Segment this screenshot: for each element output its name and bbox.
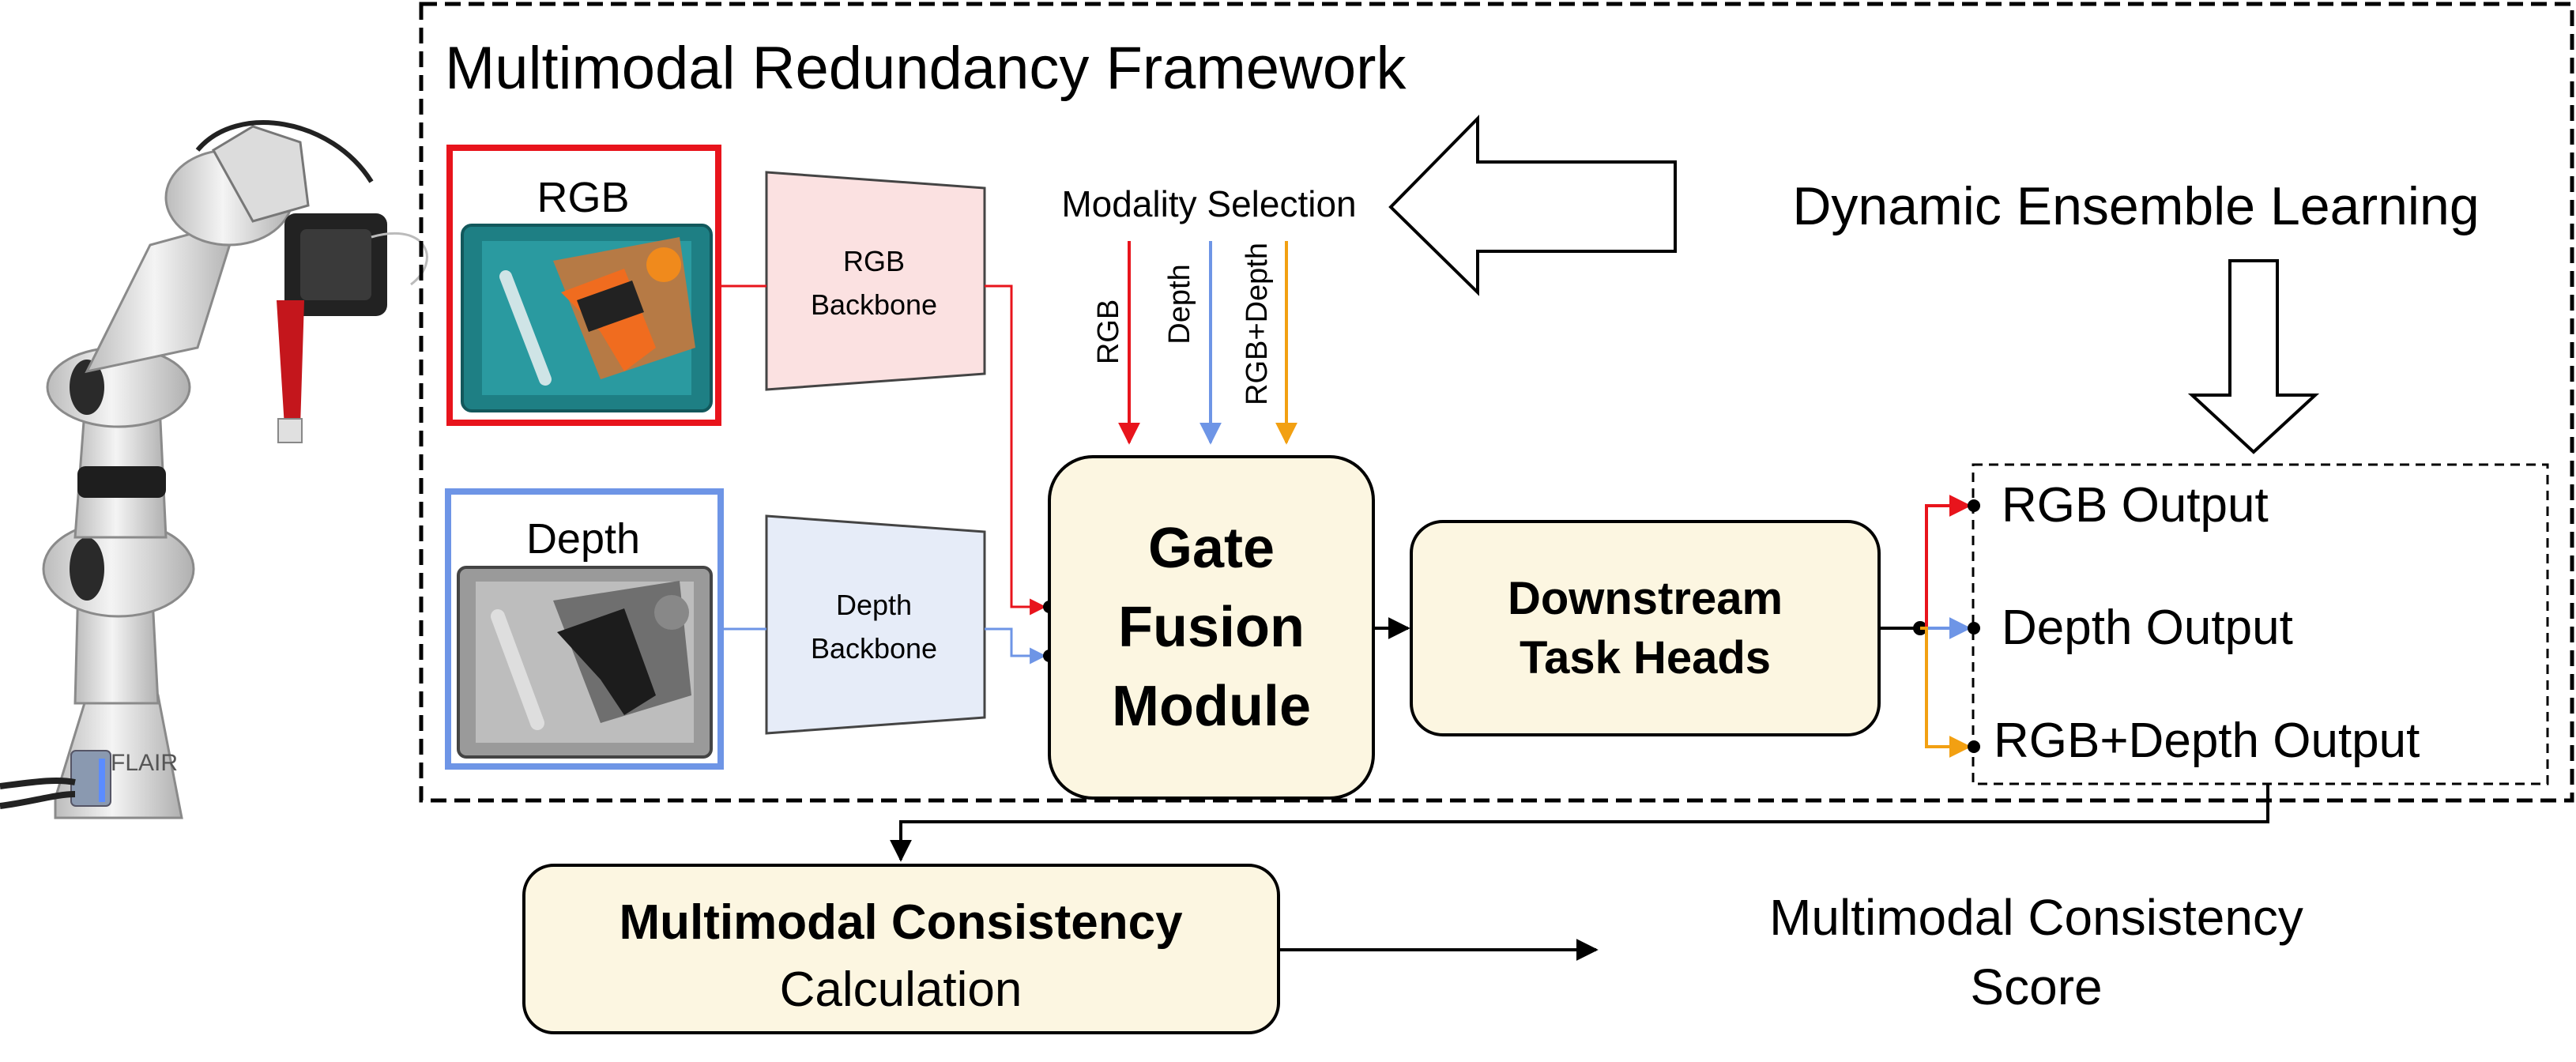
- output-depth-label: Depth Output: [2002, 601, 2293, 655]
- modality-selection-title: Modality Selection: [1061, 183, 1356, 224]
- depth-backbone: [765, 514, 986, 735]
- ensemble-feedback-arrow: [1388, 115, 1677, 296]
- depth-backbone-line1: Depth: [836, 589, 912, 621]
- depth-image: [457, 566, 713, 759]
- consistency-score-line2: Score: [1970, 958, 2102, 1015]
- rgb-input-label: RGB: [537, 174, 629, 221]
- rgb-backbone-line2: Backbone: [811, 288, 937, 321]
- modality-label-depth: Depth: [1163, 264, 1196, 344]
- output-arrow-rgb: [1920, 495, 1972, 630]
- rgb-backbone: [765, 171, 986, 391]
- modality-label-rgb: RGB: [1092, 299, 1125, 364]
- output-arrow-rgbdepth: [1920, 627, 1972, 758]
- rgb-backbone-line1: RGB: [843, 245, 905, 277]
- robot-brand-text: FLAIR: [111, 750, 178, 776]
- depth-backbone-line2: Backbone: [811, 632, 937, 665]
- outputs-to-consistency-arrow: [890, 784, 2269, 862]
- ensemble-down-arrow: [2187, 259, 2320, 454]
- task-heads-line2: Task Heads: [1520, 632, 1771, 684]
- gate-fusion-line1: Gate: [1148, 517, 1275, 580]
- task-heads-line1: Downstream: [1508, 573, 1783, 624]
- output-rgbdepth-label: RGB+Depth Output: [1994, 714, 2420, 768]
- output-rgb-label: RGB Output: [2002, 478, 2269, 533]
- depth-input-label: Depth: [526, 515, 640, 563]
- modality-label-rgbdepth: RGB+Depth: [1241, 243, 1274, 405]
- output-dot-depth: [1968, 622, 1980, 635]
- gate-fusion-line3: Module: [1112, 675, 1311, 738]
- consistency-score-line1: Multimodal Consistency: [1769, 889, 2303, 946]
- task-heads-box: [1410, 520, 1881, 736]
- consistency-calc-line2: Calculation: [780, 962, 1022, 1017]
- robot-arm-image: FLAIR: [0, 120, 428, 819]
- outputs-box: [1972, 463, 2549, 785]
- rgb-image: [461, 224, 713, 412]
- gate-fusion-line2: Fusion: [1118, 596, 1305, 659]
- rgb-feature-arrow: [985, 284, 1047, 616]
- framework-title: Multimodal Redundancy Framework: [445, 35, 1407, 102]
- depth-feature-arrow: [985, 627, 1047, 665]
- framework-box: [419, 2, 2574, 803]
- dynamic-ensemble-label: Dynamic Ensemble Learning: [1792, 176, 2479, 236]
- consistency-calc-line1: Multimodal Consistency: [619, 895, 1183, 950]
